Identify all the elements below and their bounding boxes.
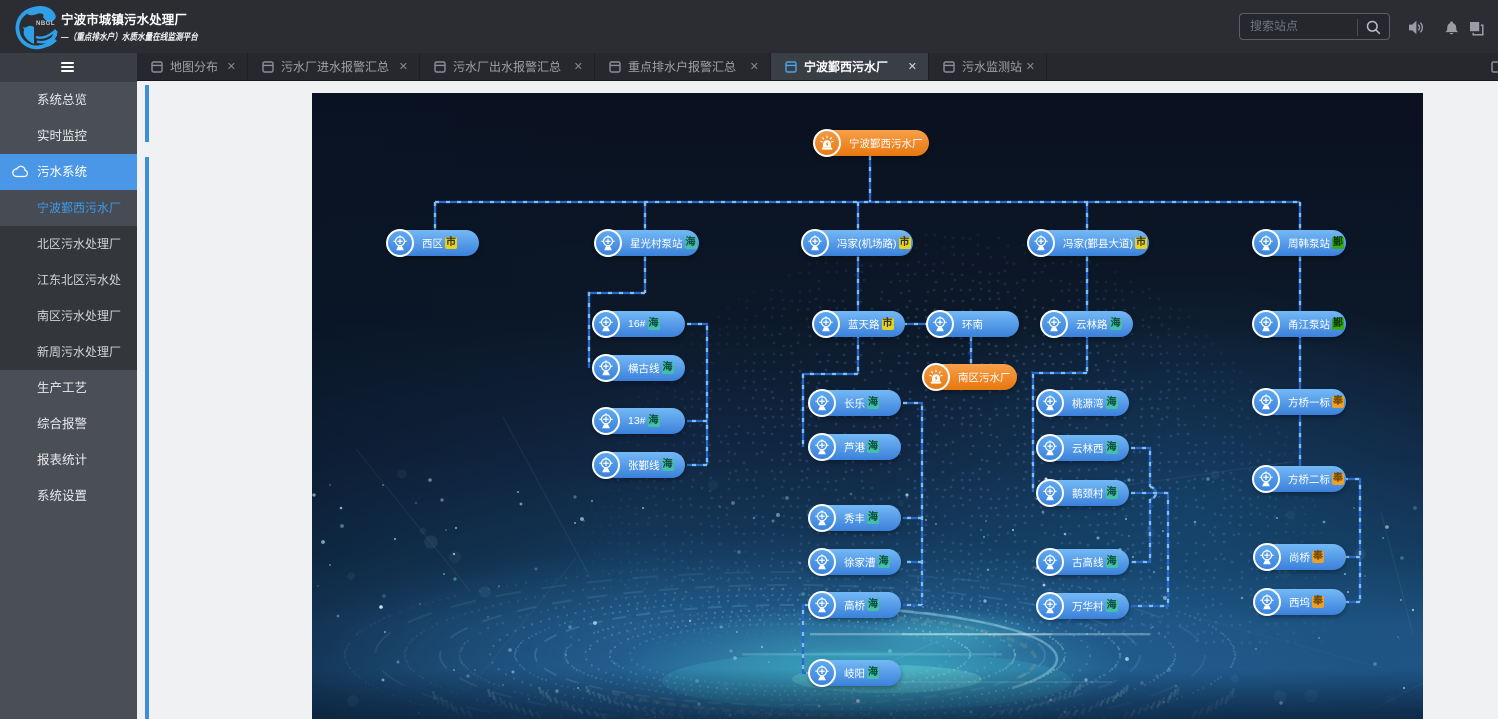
- svg-text:NBGL: NBGL: [36, 21, 55, 27]
